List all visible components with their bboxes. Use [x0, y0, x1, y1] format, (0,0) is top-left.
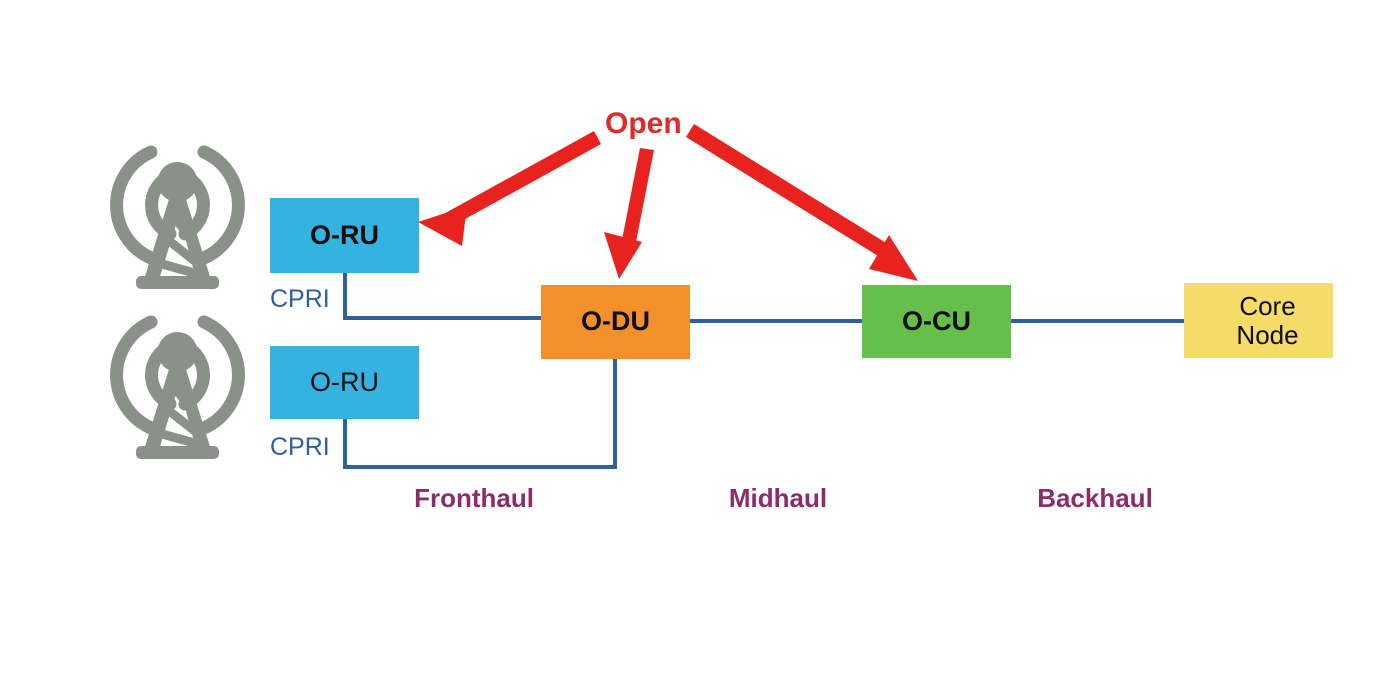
antenna-tower-icon	[150, 377, 210, 451]
antenna-tower-icon	[150, 207, 210, 281]
segment-label-fronthaul: Fronthaul	[414, 483, 534, 513]
segment-label-backhaul: Backhaul	[1037, 483, 1153, 513]
arrow-open-to-odu	[604, 148, 654, 279]
node-oru-1-label: O-RU	[310, 219, 379, 250]
node-ocu[interactable]: O-CU	[862, 285, 1011, 358]
link-label-cpri-1: CPRI	[270, 285, 330, 313]
node-core-label: Core Node	[1236, 291, 1299, 350]
open-annotation-label: Open	[605, 107, 682, 140]
link-oru1-to-odu	[343, 270, 543, 320]
arrow-open-to-ocu	[686, 124, 918, 281]
link-oru2-to-odu	[343, 357, 617, 469]
node-core[interactable]: Core Node	[1184, 283, 1333, 358]
node-ocu-label: O-CU	[902, 305, 971, 336]
arrow-open-to-oru	[418, 131, 601, 246]
node-odu[interactable]: O-DU	[541, 285, 690, 359]
node-oru-2-label: O-RU	[310, 366, 379, 397]
node-oru-1[interactable]: O-RU	[270, 198, 419, 273]
node-odu-label: O-DU	[581, 306, 650, 337]
segment-label-midhaul: Midhaul	[728, 483, 828, 513]
node-oru-2[interactable]: O-RU	[270, 346, 419, 419]
link-label-cpri-2: CPRI	[270, 433, 330, 461]
